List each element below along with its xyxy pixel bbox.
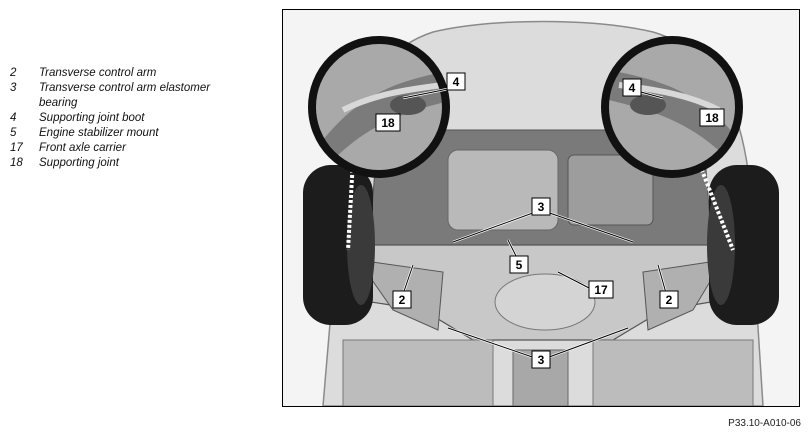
underbody-panel-left xyxy=(342,339,494,406)
legend-item: 18 Supporting joint xyxy=(10,156,270,171)
legend-item: 3 Transverse control arm elastomer beari… xyxy=(10,81,270,111)
legend-number: 2 xyxy=(10,67,17,79)
callout-3-bottom: 3 xyxy=(531,350,551,369)
callout-18-left: 18 xyxy=(375,113,401,132)
legend-item: 17 Front axle carrier xyxy=(10,141,270,156)
svg-text:18: 18 xyxy=(381,116,395,130)
vehicle-underbody-figure: 4 18 4 18 3 5 17 2 xyxy=(282,9,800,407)
detail-circle-right-border xyxy=(601,36,743,178)
svg-text:5: 5 xyxy=(516,258,523,272)
callout-leaders-dark xyxy=(400,87,669,361)
magnifier-leader-left xyxy=(346,159,355,251)
legend-list: 2 Transverse control arm 3 Transverse co… xyxy=(10,66,270,171)
detail-circle-left-border xyxy=(308,36,450,178)
legend-label: Engine stabilizer mount xyxy=(39,127,159,139)
legend-item: 5 Engine stabilizer mount xyxy=(10,126,270,141)
legend-number: 5 xyxy=(10,127,17,139)
callout-4-right: 4 xyxy=(622,78,642,97)
legend-number: 3 xyxy=(10,82,17,94)
callout-18-right: 18 xyxy=(699,108,725,127)
svg-text:2: 2 xyxy=(666,293,673,307)
underbody-panel-right xyxy=(592,339,754,406)
callout-2-right: 2 xyxy=(659,290,679,309)
callout-5: 5 xyxy=(509,255,529,274)
figure-identifier: P33.10-A010-06 xyxy=(728,418,801,429)
legend-label: Supporting joint boot xyxy=(39,112,145,124)
wheel-left-rim xyxy=(347,185,375,305)
engine-block xyxy=(447,149,559,231)
carrier-center-plate xyxy=(494,273,596,331)
svg-text:18: 18 xyxy=(705,111,719,125)
legend-label: Transverse control arm xyxy=(39,67,157,79)
transmission xyxy=(567,154,654,226)
legend-number: 18 xyxy=(10,157,23,169)
legend-label: Transverse control arm elastomer bearing xyxy=(39,82,211,109)
callout-3-top: 3 xyxy=(531,197,551,216)
svg-text:4: 4 xyxy=(453,75,460,89)
callout-17: 17 xyxy=(588,280,614,299)
wheel-right-rim xyxy=(707,185,735,305)
magnifier-leader-right xyxy=(696,159,735,251)
legend-label: Supporting joint xyxy=(39,157,119,169)
svg-text:4: 4 xyxy=(629,81,636,95)
legend-label: Front axle carrier xyxy=(39,142,126,154)
svg-text:17: 17 xyxy=(594,283,608,297)
callout-4-left: 4 xyxy=(446,72,466,91)
legend-item: 2 Transverse control arm xyxy=(10,66,270,81)
callout-2-left: 2 xyxy=(392,290,412,309)
svg-text:3: 3 xyxy=(538,353,545,367)
svg-text:2: 2 xyxy=(399,293,406,307)
legend-number: 4 xyxy=(10,112,17,124)
underbody-illustration: 4 18 4 18 3 5 17 2 xyxy=(283,10,799,406)
control-arm-right xyxy=(642,259,724,331)
legend-item: 4 Supporting joint boot xyxy=(10,111,270,126)
legend-number: 17 xyxy=(10,142,23,154)
svg-text:3: 3 xyxy=(538,200,545,214)
